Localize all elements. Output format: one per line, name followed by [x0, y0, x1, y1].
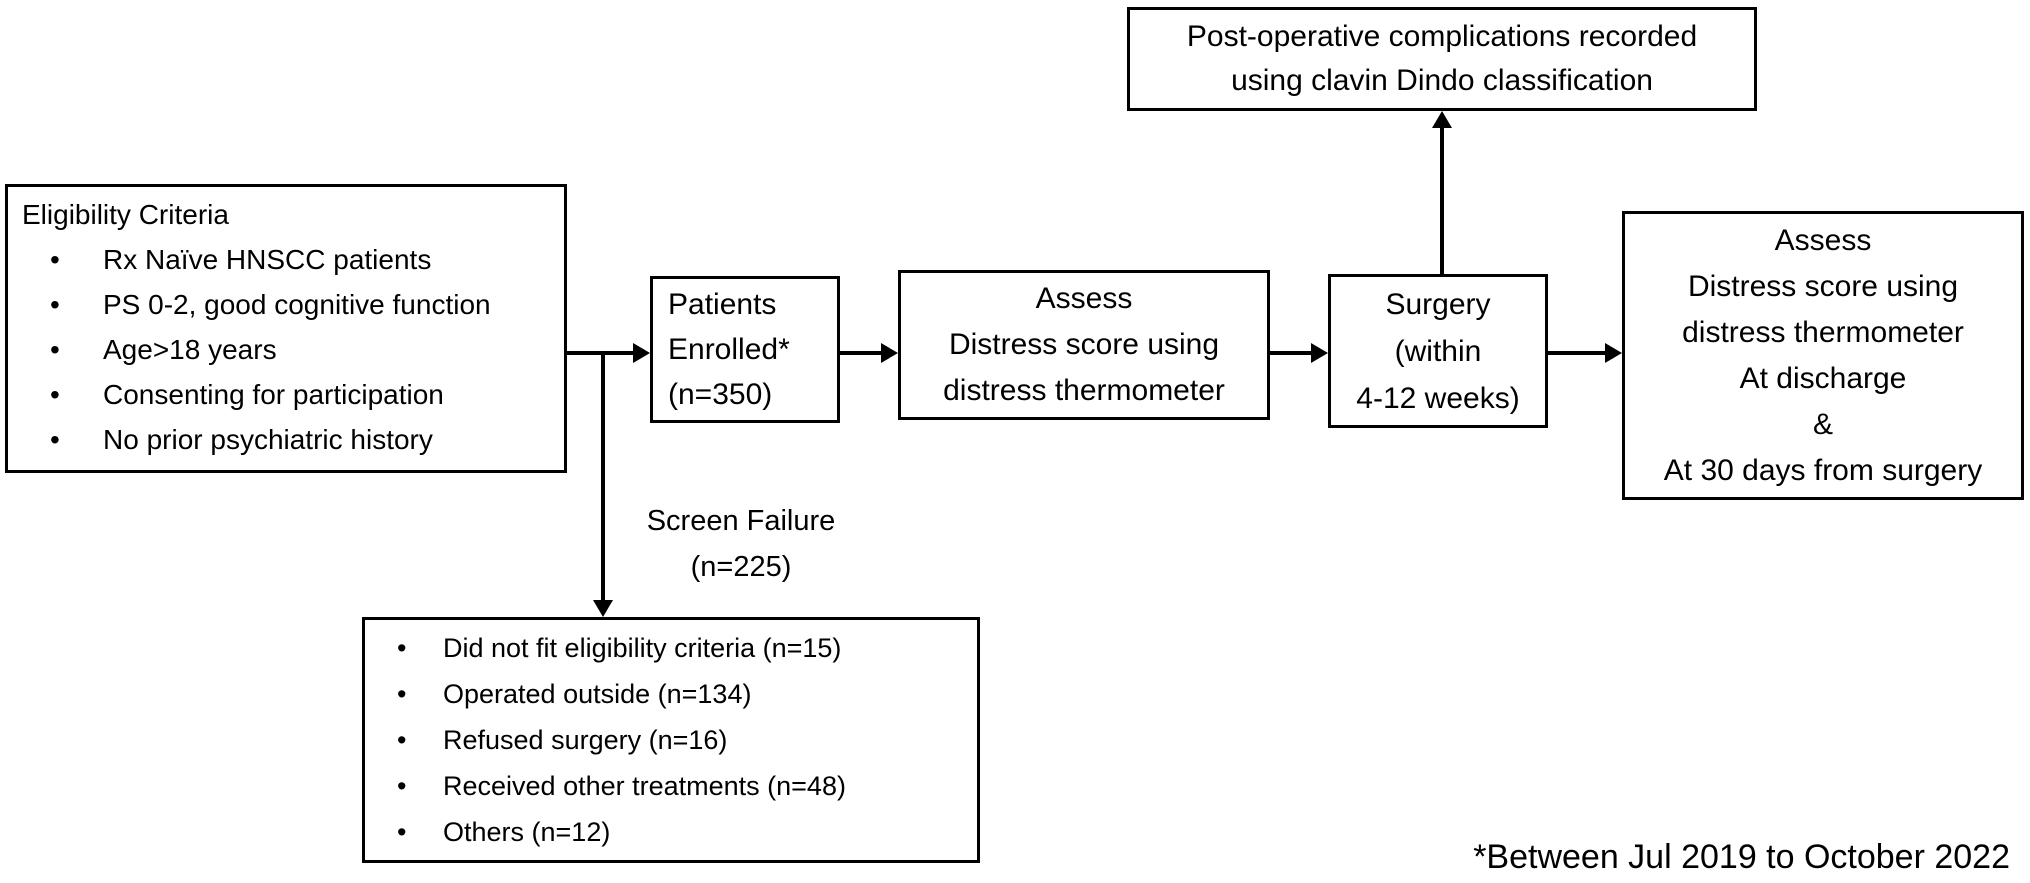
surgery-line: 4-12 weeks)	[1356, 381, 1520, 415]
assess-preop-line: distress thermometer	[943, 374, 1225, 407]
patients-enrolled-line: Patients	[668, 288, 777, 321]
arrow-line	[840, 351, 881, 355]
arrow-line	[1270, 351, 1311, 355]
arrowhead-up-icon	[1432, 111, 1452, 128]
assess-postop-line: At 30 days from surgery	[1663, 453, 1983, 487]
eligibility-title: Eligibility Criteria	[22, 199, 229, 230]
patients-enrolled-line: Enrolled*	[668, 333, 790, 366]
assess-preop-line: Distress score using	[948, 328, 1220, 361]
bullet-item: Rx Naïve HNSCC patients	[8, 237, 564, 282]
bullet-item: No prior psychiatric history	[8, 417, 564, 462]
arrow-line	[601, 353, 605, 601]
surgery-box: Surgery (within 4-12 weeks)	[1328, 274, 1548, 428]
bullet-item: Refused surgery (n=16)	[365, 717, 977, 763]
bullet-item: Operated outside (n=134)	[365, 671, 977, 717]
screen-failure-label-line: (n=225)	[690, 551, 792, 583]
bullet-item: Consenting for participation	[8, 372, 564, 417]
arrow-line	[1548, 351, 1605, 355]
assess-postop-line: At discharge	[1739, 361, 1907, 395]
screen-failure-bullet-list: Did not fit eligibility criteria (n=15) …	[365, 625, 977, 855]
assess-postop-line: Assess	[1774, 223, 1872, 257]
bullet-item: PS 0-2, good cognitive function	[8, 282, 564, 327]
eligibility-criteria-box: Eligibility Criteria Rx Naïve HNSCC pati…	[5, 184, 567, 473]
patients-enrolled-box: Patients Enrolled* (n=350)	[650, 276, 840, 423]
bullet-item: Did not fit eligibility criteria (n=15)	[365, 625, 977, 671]
postop-complications-line: Post-operative complications recorded	[1186, 20, 1698, 53]
screen-failure-label: Screen Failure (n=225)	[616, 498, 866, 590]
bullet-item: Age>18 years	[8, 327, 564, 372]
arrowhead-down-icon	[593, 600, 613, 617]
bullet-item: Others (n=12)	[365, 809, 977, 855]
enrollment-period-footnote: *Between Jul 2019 to October 2022	[1473, 838, 2010, 876]
surgery-line: Surgery	[1385, 287, 1491, 321]
postop-complications-line: using clavin Dindo classification	[1231, 64, 1653, 97]
assess-postop-line: distress thermometer	[1682, 315, 1964, 349]
assess-postop-line: &	[1812, 407, 1833, 441]
arrowhead-right-icon	[633, 343, 650, 363]
arrow-line	[567, 351, 633, 355]
surgery-line: (within	[1394, 334, 1482, 368]
arrow-line	[1440, 126, 1444, 274]
patients-enrolled-line: (n=350)	[668, 378, 773, 411]
arrowhead-right-icon	[1605, 343, 1622, 363]
screen-failure-reasons-box: Did not fit eligibility criteria (n=15) …	[362, 617, 980, 863]
bullet-item: Received other treatments (n=48)	[365, 763, 977, 809]
eligibility-bullet-list: Rx Naïve HNSCC patients PS 0-2, good cog…	[8, 237, 564, 462]
screen-failure-label-line: Screen Failure	[646, 505, 836, 537]
arrowhead-right-icon	[1311, 343, 1328, 363]
assess-postop-line: Distress score using	[1687, 269, 1959, 303]
arrowhead-right-icon	[881, 343, 898, 363]
postop-complications-box: Post-operative complications recorded us…	[1127, 7, 1757, 111]
assess-preop-line: Assess	[1035, 282, 1133, 315]
assess-distress-postop-box: Assess Distress score using distress the…	[1622, 211, 2024, 500]
assess-distress-preop-box: Assess Distress score using distress the…	[898, 270, 1270, 420]
